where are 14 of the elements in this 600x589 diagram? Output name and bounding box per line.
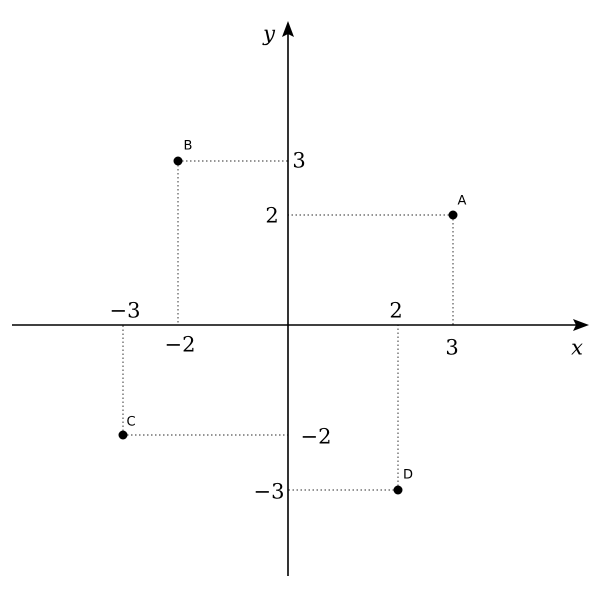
tick-label: −2 [300, 426, 332, 448]
point-label: B [184, 140, 192, 152]
tick-label: 2 [265, 206, 279, 226]
point-label: D [403, 468, 413, 482]
tick-label: 2 [389, 300, 403, 322]
point-label: C [126, 416, 136, 428]
tick-label: −3 [254, 482, 284, 502]
tick-label: 3 [292, 150, 306, 172]
point-label: A [458, 194, 466, 208]
tick-label: −3 [110, 300, 140, 322]
tick-label: −2 [164, 334, 196, 356]
axis-label: x [571, 338, 583, 358]
axis-label: y [263, 24, 275, 44]
tick-label: 3 [445, 338, 459, 358]
